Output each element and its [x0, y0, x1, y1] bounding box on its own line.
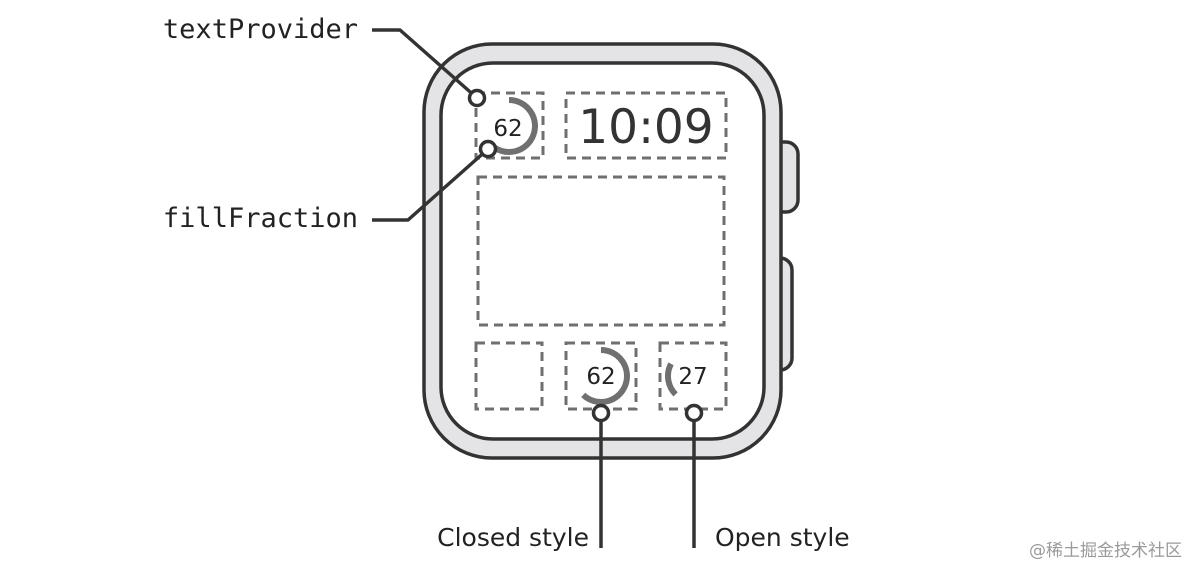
slot-center-large: [476, 175, 726, 327]
gauge-value-bottom-center: 62: [586, 364, 615, 390]
gauge-arc-bottom-right: [665, 362, 678, 397]
label-fill-fraction: fillFraction: [163, 203, 358, 234]
time-display: 10:09: [578, 100, 713, 155]
label-closed-style: Closed style: [437, 523, 589, 552]
label-open-style: Open style: [715, 523, 850, 552]
slot-top-left: [474, 91, 545, 160]
watermark: @稀土掘金技术社区: [1029, 541, 1182, 561]
leader-fill-fraction: [372, 147, 490, 222]
anchor-text-provider: [467, 88, 487, 108]
anchor-closed-style: [591, 403, 611, 423]
gauge-value-top-left: 62: [493, 116, 522, 142]
anchor-fill-fraction: [478, 139, 498, 159]
slot-top-right: [564, 91, 728, 160]
anchor-open-style: [684, 403, 704, 423]
gauge-value-bottom-right: 27: [678, 364, 707, 390]
gauge-arc-top-left: [489, 97, 538, 155]
label-text-provider: textProvider: [163, 14, 358, 45]
gauge-arc-bottom-center: [581, 347, 630, 405]
leader-text-provider: [372, 28, 479, 100]
slot-bottom-left: [474, 341, 544, 411]
